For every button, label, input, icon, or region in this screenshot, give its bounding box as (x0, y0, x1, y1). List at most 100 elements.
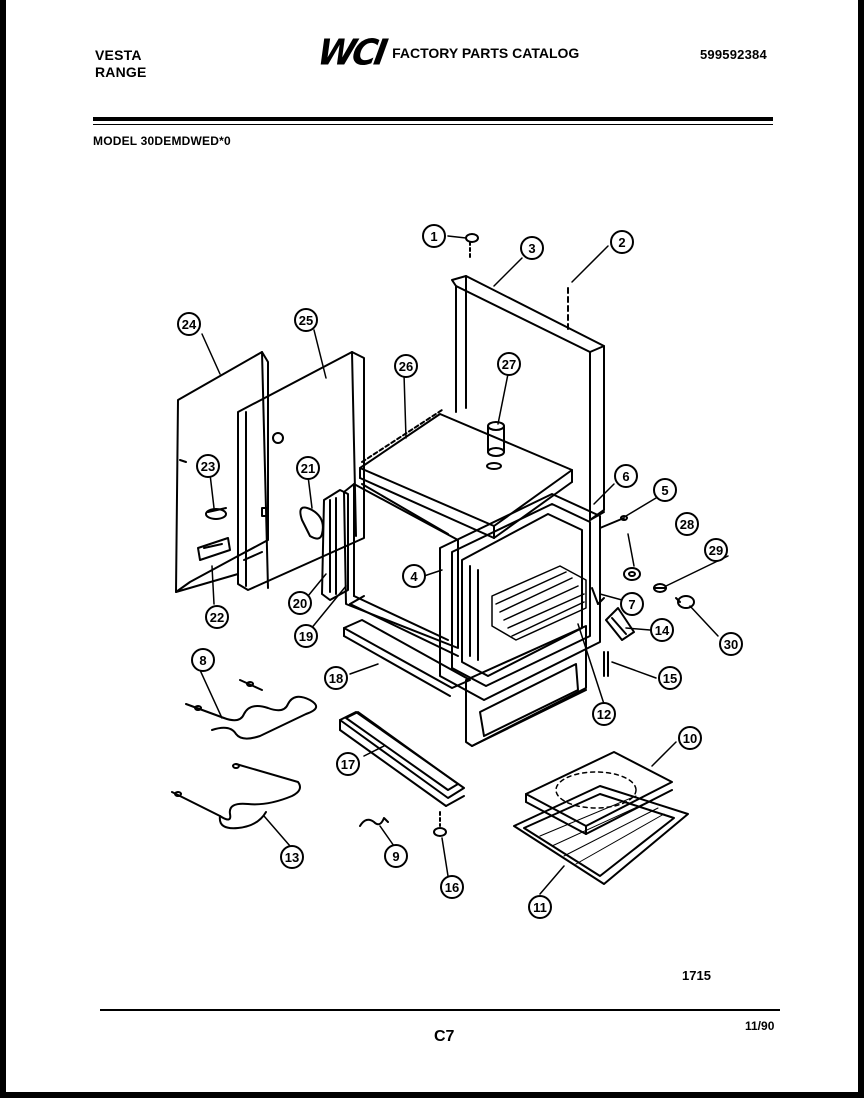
callout-circle-20 (288, 591, 312, 615)
callout-8: 8 (199, 653, 206, 668)
part-20-gasket (321, 489, 349, 601)
part-28-knob (623, 567, 641, 581)
part-15-pin (603, 651, 609, 677)
callout-circle-5 (653, 478, 677, 502)
callout-circle-2 (610, 230, 634, 254)
callout-18: 18 (329, 671, 343, 686)
part-18-bottom-panel (343, 595, 471, 697)
callout-circle-29 (704, 538, 728, 562)
callout-24: 24 (182, 317, 197, 332)
model-number: MODEL 30DEMDWED*0 (93, 134, 231, 148)
part-10-broil-grid (525, 751, 673, 835)
leader-lines (199, 235, 729, 895)
callout-2: 2 (618, 235, 625, 250)
callout-28: 28 (680, 517, 694, 532)
callout-5: 5 (661, 483, 668, 498)
part-25-inner-back-panel (237, 351, 365, 591)
callout-circle-30 (719, 632, 743, 656)
part-26-oven-top (359, 409, 573, 539)
callout-circle-15 (658, 666, 682, 690)
callout-circle-10 (678, 726, 702, 750)
callout-circle-22 (205, 605, 229, 629)
callout-circle-18 (324, 666, 348, 690)
callout-circle-4 (402, 564, 426, 588)
callout-circle-27 (497, 352, 521, 376)
part-6-hinge (589, 511, 605, 521)
callout-circle-7 (620, 592, 644, 616)
part-3-cabinet-wrap (451, 275, 605, 521)
part-14-hinge (605, 607, 635, 641)
callout-20: 20 (293, 596, 307, 611)
callout-circle-19 (294, 624, 318, 648)
part-7-bracket (591, 587, 605, 605)
footer-rule (100, 1009, 780, 1011)
callout-9: 9 (392, 849, 399, 864)
callout-circle-21 (296, 456, 320, 480)
part-29-socket (653, 583, 667, 593)
callout-16: 16 (445, 880, 459, 895)
page-number: C7 (434, 1028, 455, 1045)
header-rule-thick (93, 117, 773, 121)
callout-10: 10 (683, 731, 697, 746)
callout-6: 6 (622, 469, 629, 484)
callout-4: 4 (410, 569, 418, 584)
callout-circle-3 (520, 236, 544, 260)
part-5-rod (599, 515, 628, 529)
part-16-nut (433, 811, 447, 837)
callout-30: 30 (724, 637, 738, 652)
part-24-back-panel (175, 351, 269, 593)
callout-circle-11 (528, 895, 552, 919)
callout-circle-8 (191, 648, 215, 672)
callout-27: 27 (502, 357, 516, 372)
brand-line-1: VESTA (95, 47, 142, 63)
callout-1: 1 (430, 229, 437, 244)
callout-circle-9 (384, 844, 408, 868)
oven-rack (491, 565, 587, 641)
callout-3: 3 (528, 241, 535, 256)
callout-circle-28 (675, 512, 699, 536)
revision-date: 11/90 (745, 1019, 775, 1033)
part-8-bake-element (185, 679, 317, 740)
callout-22: 22 (210, 610, 224, 625)
callout-circle-12 (592, 702, 616, 726)
callout-circle-23 (196, 454, 220, 478)
callout-circle-1 (422, 224, 446, 248)
header-rule-thin (93, 124, 773, 125)
catalog-part-number: 599592384 (700, 47, 767, 62)
callout-26: 26 (399, 359, 413, 374)
callout-circle-26 (394, 354, 418, 378)
part-21-grommet (299, 506, 324, 540)
callout-29: 29 (709, 543, 723, 558)
callout-circle-14 (650, 618, 674, 642)
callout-7: 7 (628, 597, 635, 612)
callout-circle-13 (280, 845, 304, 869)
callout-21: 21 (301, 461, 315, 476)
callout-25: 25 (299, 313, 313, 328)
brand-label: VESTA RANGE (95, 47, 147, 81)
part-17-tray (339, 711, 465, 807)
callout-15: 15 (663, 671, 677, 686)
part-12-door-panel (465, 625, 587, 747)
callout-17: 17 (341, 757, 355, 772)
catalog-title: FACTORY PARTS CATALOG (392, 45, 580, 61)
part-13-broil-element (171, 763, 301, 830)
callout-circle-25 (294, 308, 318, 332)
callout-11: 11 (533, 900, 547, 915)
brand-line-2: RANGE (95, 64, 147, 80)
callout-12: 12 (597, 707, 611, 722)
callout-circle-17 (336, 752, 360, 776)
part-1-screw (465, 233, 479, 259)
part-23-screws (205, 507, 227, 520)
callout-23: 23 (201, 459, 215, 474)
callout-circle-24 (177, 312, 201, 336)
callout-circle-16 (440, 875, 464, 899)
part-30-bulb (675, 595, 695, 609)
part-9-clip (359, 817, 389, 827)
part-11-broil-pan (513, 785, 689, 885)
callout-14: 14 (655, 623, 670, 638)
callout-bubbles (177, 224, 743, 919)
catalog-heading: WCI FACTORY PARTS CATALOG (314, 32, 580, 74)
callout-19: 19 (299, 629, 313, 644)
